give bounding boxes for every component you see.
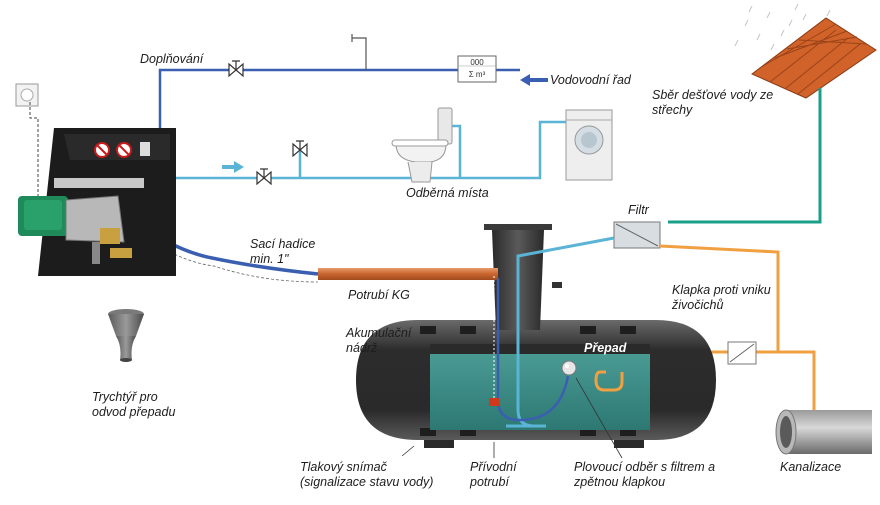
toilet-icon xyxy=(391,107,453,183)
sensor-cable xyxy=(139,233,319,283)
label-filtr: Filtr xyxy=(628,203,649,217)
label-klapka: Klapka proti vniku živočichů xyxy=(672,283,771,312)
filter-box-icon xyxy=(613,221,661,249)
washing-machine-icon xyxy=(565,109,613,181)
floating-suction-hose xyxy=(496,278,570,422)
label-prepad: Přepad xyxy=(584,341,627,355)
pressure-sensor-icon xyxy=(489,276,499,406)
label-privodni-potrubi: Přívodní potrubí xyxy=(470,460,517,489)
valve-icon xyxy=(228,60,244,78)
rainwater-line xyxy=(668,88,822,224)
meter-unit: Σ m³ xyxy=(468,70,486,79)
label-vodovodni-rad: Vodovodní řad xyxy=(550,73,631,87)
service-water-line xyxy=(140,120,566,180)
label-odberna-mista: Odběrná místa xyxy=(406,186,489,200)
power-socket-icon xyxy=(15,83,39,196)
label-akumulacni-nadrz: Akumulační nádrž xyxy=(346,326,412,355)
service-inflow-arrow xyxy=(222,161,244,173)
label-plovouci-odber: Plovoucí odběr s filtrem a zpětnou klapk… xyxy=(574,460,716,489)
valve-icon xyxy=(292,140,308,158)
inflow-arrow xyxy=(520,74,548,86)
kg-pipe xyxy=(318,268,498,280)
roof-tiles-icon xyxy=(751,17,877,99)
float-ball-icon xyxy=(561,360,577,376)
meter-counter: 000 xyxy=(470,58,484,67)
callout-lines xyxy=(401,377,623,459)
flap-valve-icon xyxy=(727,341,757,365)
label-tlakovy-snimac: Tlakový snímač (signalizace stavu vody) xyxy=(300,460,434,489)
pump-unit-icon xyxy=(18,128,176,276)
label-trychtyr: Trychtýř pro odvod přepadu xyxy=(92,390,176,419)
valve-icon xyxy=(256,168,272,186)
funnel-icon xyxy=(108,309,144,362)
label-potrubi-kg: Potrubí KG xyxy=(348,288,410,302)
label-saci-hadice: Sací hadice min. 1" xyxy=(250,237,316,266)
label-doplnovani: Doplňování xyxy=(140,52,204,66)
label-kanalizace: Kanalizace xyxy=(780,460,842,474)
overflow-siphon xyxy=(594,370,624,392)
water-meter-icon xyxy=(457,55,497,83)
label-sber-destove-vody: Sběr dešťové vody ze střechy xyxy=(652,88,774,117)
potable-water-line xyxy=(158,68,520,128)
tap-branch xyxy=(352,37,367,70)
sewer-pipe-icon xyxy=(775,409,872,455)
